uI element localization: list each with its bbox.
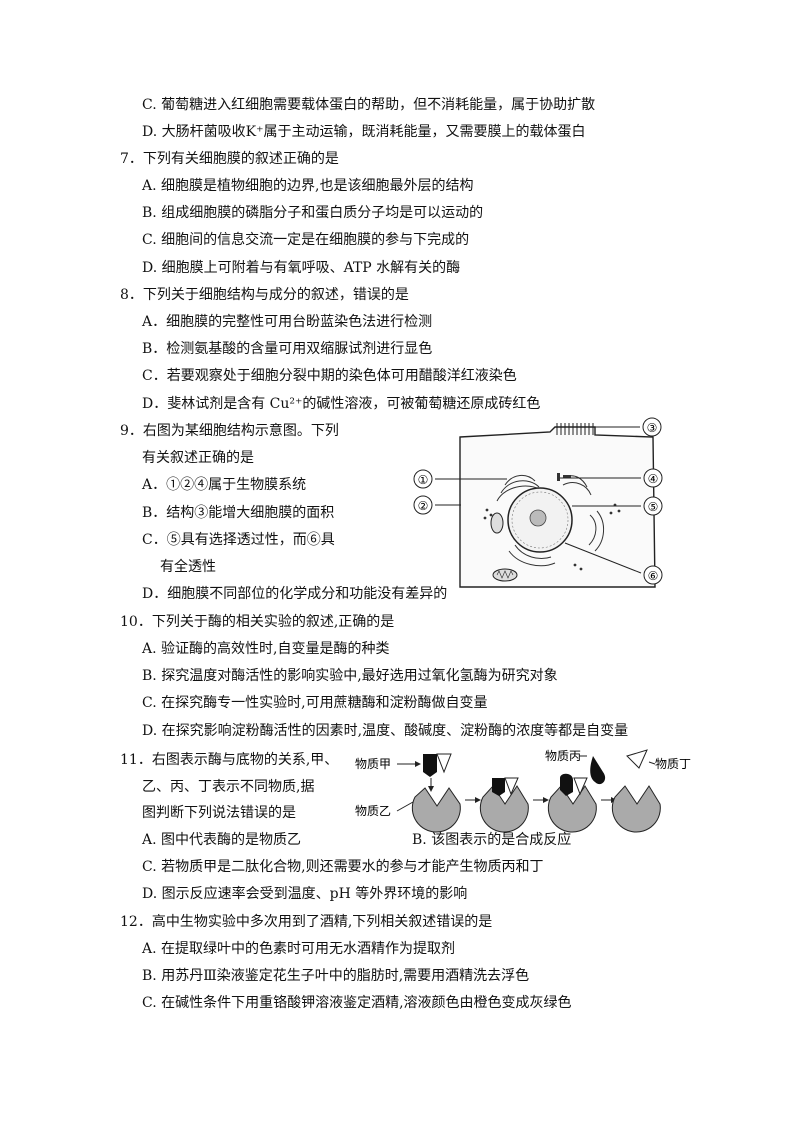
label-substance-ding: 物质丁 xyxy=(655,757,691,771)
q11-option-b: B. 该图表示的是合成反应 xyxy=(412,832,572,848)
q11-stem: 11．右图表示酶与底物的关系,甲、 xyxy=(120,752,339,768)
stage-1 xyxy=(411,753,461,833)
q12-option-b: B. 用苏丹Ⅲ染液鉴定花生子叶中的脂肪时,需要用酒精洗去浮色 xyxy=(142,968,530,984)
label-1: ① xyxy=(418,473,429,487)
q10-option-c: C. 在探究酶专一性实验时,可用蔗糖酶和淀粉酶做自变量 xyxy=(142,695,488,711)
q8-option-b: B．检测氨基酸的含量可用双缩脲试剂进行显色 xyxy=(142,341,433,357)
q7-option-c: C. 细胞间的信息交流一定是在细胞膜的参与下完成的 xyxy=(142,232,470,248)
enzyme-substrate-figure: 物质甲 物质乙 物质丙 物质丁 xyxy=(355,749,691,833)
label-5: ⑤ xyxy=(648,500,659,514)
q12-stem: 12．高中生物实验中多次用到了酒精,下列相关叙述错误的是 xyxy=(120,914,493,930)
q10-stem: 10．下列关于酶的相关实验的叙述,正确的是 xyxy=(120,614,395,630)
stage-2 xyxy=(479,777,529,833)
q11-option-d: D. 图示反应速率会受到温度、pH 等外界环境的影响 xyxy=(142,886,468,902)
q7-stem: 7．下列有关细胞膜的叙述正确的是 xyxy=(120,151,339,167)
q12-option-a: A. 在提取绿叶中的色素时可用无水酒精作为提取剂 xyxy=(142,941,456,957)
q9-stem: 9．右图为某细胞结构示意图。下列 xyxy=(120,423,339,439)
label-2: ② xyxy=(418,499,429,513)
q8-option-d: D．斐林试剂是含有 Cu²⁺的碱性溶液，可被葡萄糖还原成砖红色 xyxy=(142,396,541,412)
product-bing xyxy=(590,756,606,785)
label-substance-jia: 物质甲 xyxy=(355,757,391,771)
cell-structure-figure: ① ② ③ ④ ⑤ ⑥ xyxy=(413,417,663,588)
label-substance-yi: 物质乙 xyxy=(355,804,391,818)
q8-stem: 8．下列关于细胞结构与成分的叙述，错误的是 xyxy=(120,287,409,303)
q9-option-b: B．结构③能增大细胞膜的面积 xyxy=(142,505,335,521)
label-3: ③ xyxy=(647,421,658,435)
stage-4 xyxy=(579,749,661,833)
q7-option-b: B. 组成细胞膜的磷脂分子和蛋白质分子均是可以运动的 xyxy=(142,205,484,221)
q7-option-d: D. 细胞膜上可附着与有氧呼吸、ATP 水解有关的酶 xyxy=(142,260,461,276)
label-4: ④ xyxy=(648,472,659,486)
q11-stem-cont1: 乙、丙、丁表示不同物质,据 xyxy=(142,779,315,795)
q7-option-a: A. 细胞膜是植物细胞的边界,也是该细胞最外层的结构 xyxy=(142,178,474,194)
label-leader-lines xyxy=(435,426,642,574)
q6-option-d: D. 大肠杆菌吸收K⁺属于主动运输，既消耗能量，又需要膜上的载体蛋白 xyxy=(142,124,586,140)
q9-option-d: D．细胞膜不同部位的化学成分和功能没有差异的 xyxy=(142,586,448,602)
label-substance-bing: 物质丙 xyxy=(545,749,581,763)
q11-stem-cont2: 图判断下列说法错误的是 xyxy=(142,805,296,821)
label-6: ⑥ xyxy=(648,569,659,583)
microvilli xyxy=(556,423,594,435)
q9-option-c-cont: 有全透性 xyxy=(160,559,216,575)
q9-stem-cont: 有关叙述正确的是 xyxy=(142,450,254,466)
centriole xyxy=(557,473,560,481)
q11-option-c: C. 若物质甲是二肽化合物,则还需要水的参与才能产生物质丙和丁 xyxy=(142,859,544,875)
q8-option-a: A．细胞膜的完整性可用台盼蓝染色法进行检测 xyxy=(142,314,433,330)
q9-option-c: C．⑤具有选择透过性，而⑥具 xyxy=(142,532,335,548)
mitochondrion xyxy=(492,568,518,582)
q8-option-c: C．若要观察处于细胞分裂中期的染色体可用醋酸洋红液染色 xyxy=(142,368,517,384)
q10-option-a: A. 验证酶的高效性时,自变量是酶的种类 xyxy=(142,641,390,657)
stage-3 xyxy=(547,773,597,833)
q6-option-c: C. 葡萄糖进入红细胞需要载体蛋白的帮助，但不消耗能量，属于协助扩散 xyxy=(142,97,596,113)
q12-option-c: C. 在碱性条件下用重铬酸钾溶液鉴定酒精,溶液颜色由橙色变成灰绿色 xyxy=(142,995,572,1011)
q9-option-a: A．①②④属于生物膜系统 xyxy=(142,477,307,493)
product-ding xyxy=(626,749,648,769)
q11-option-a: A. 图中代表酶的是物质乙 xyxy=(142,832,302,848)
q10-option-d: D. 在探究影响淀粉酶活性的因素时,温度、酸碱度、淀粉酶的浓度等都是自变量 xyxy=(142,723,629,739)
nucleolus xyxy=(529,509,547,527)
q10-option-b: B. 探究温度对酶活性的影响实验中,最好选用过氧化氢酶为研究对象 xyxy=(142,668,558,684)
